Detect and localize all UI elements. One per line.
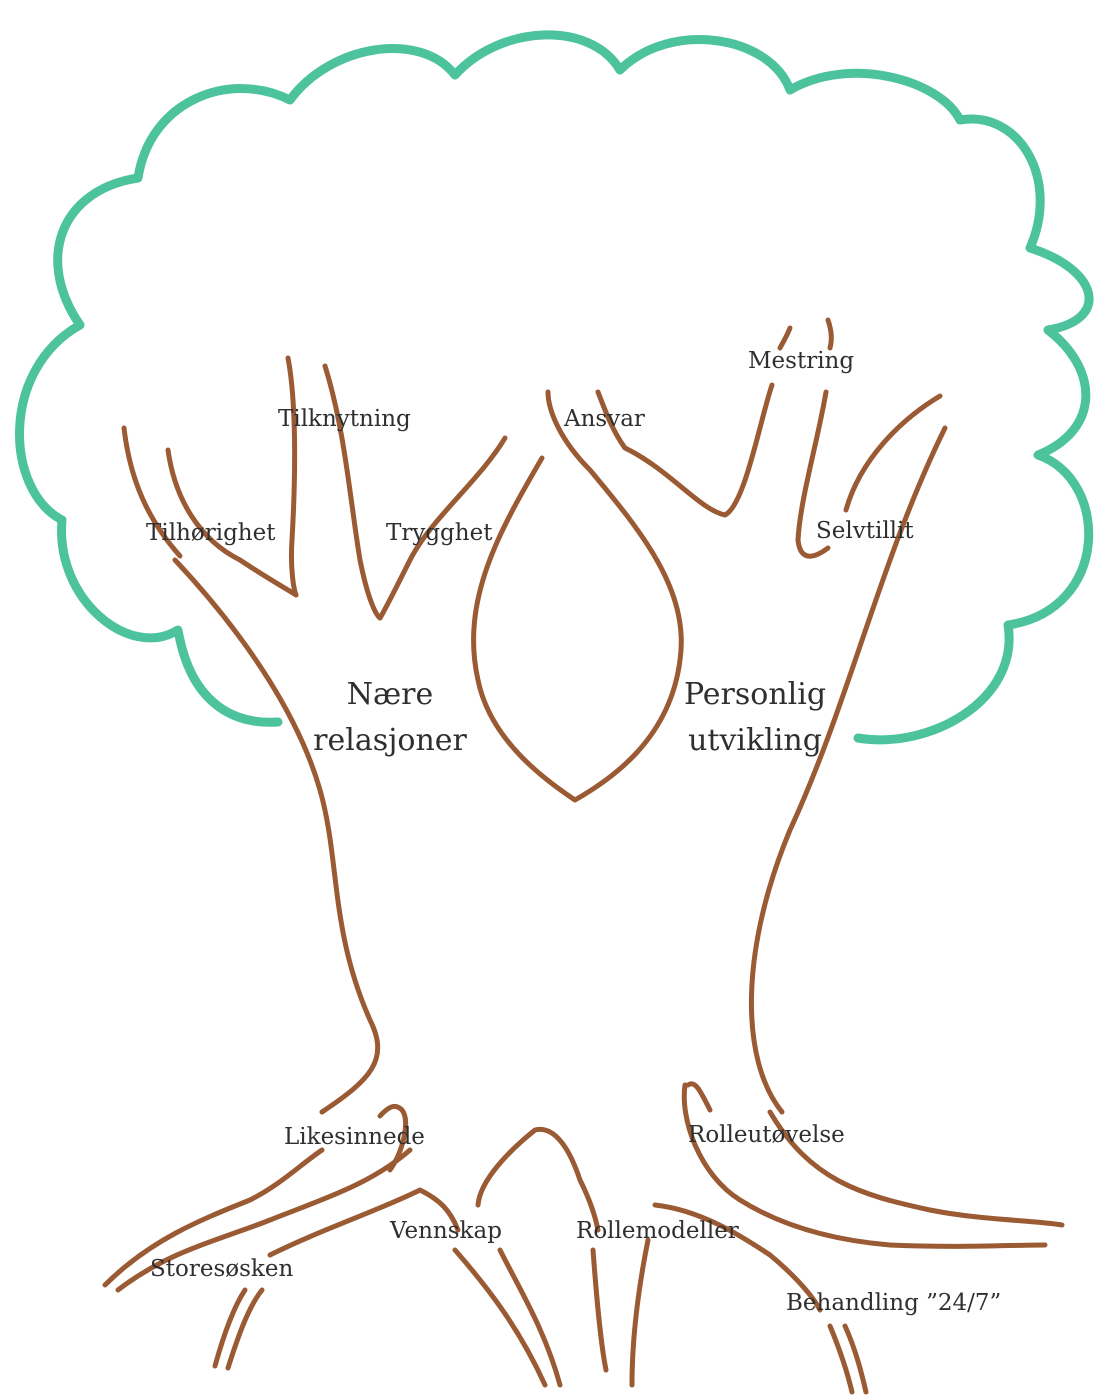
group-label-line: utvikling [660,718,850,764]
root-label-likesinnede: Likesinnede [284,1124,425,1150]
branch-label-trygghet: Trygghet [386,520,492,546]
branch-label-ansvar: Ansvar [564,406,645,432]
branch-label-selvtillit: Selvtillit [816,518,914,544]
root-rolleutovelse-1 [688,1084,710,1110]
branch-label-mestring: Mestring [748,348,854,374]
branch-tilknytning-right [325,366,380,618]
tree-crown-outline [20,35,1090,740]
trunk-center-opening [474,392,682,800]
branch-label-tilknytning: Tilknytning [278,406,411,432]
root-label-vennskap: Vennskap [390,1218,502,1244]
branch-mestring-right [828,320,831,348]
root-storesosken-4 [228,1290,262,1368]
group-label-line: Personlig [660,672,850,718]
root-label-rolleutovelse: Rolleutøvelse [688,1122,845,1148]
group-label-naere-relasjoner: Nære relasjoner [300,672,480,764]
root-label-storesosken: Storesøsken [150,1256,293,1282]
trunk-left-outline [175,560,378,1112]
root-center-arch [478,1129,598,1230]
group-label-line: Nære [300,672,480,718]
group-label-line: relasjoner [300,718,480,764]
root-rollemodeller-1 [593,1250,606,1370]
root-label-behandling: Behandling ”24/7” [786,1290,1001,1316]
branch-ansvar [598,385,772,515]
root-label-rollemodeller: Rollemodeller [576,1218,739,1244]
branch-label-tilhorighet: Tilhørighet [146,520,275,546]
root-vennskap-2 [455,1250,545,1385]
branch-mestring-left [780,328,790,348]
root-rollemodeller-2 [632,1240,648,1385]
branch-tilknytning-left [288,358,296,595]
group-label-personlig-utvikling: Personlig utvikling [660,672,850,764]
branch-selvtillit-outer [846,396,940,510]
